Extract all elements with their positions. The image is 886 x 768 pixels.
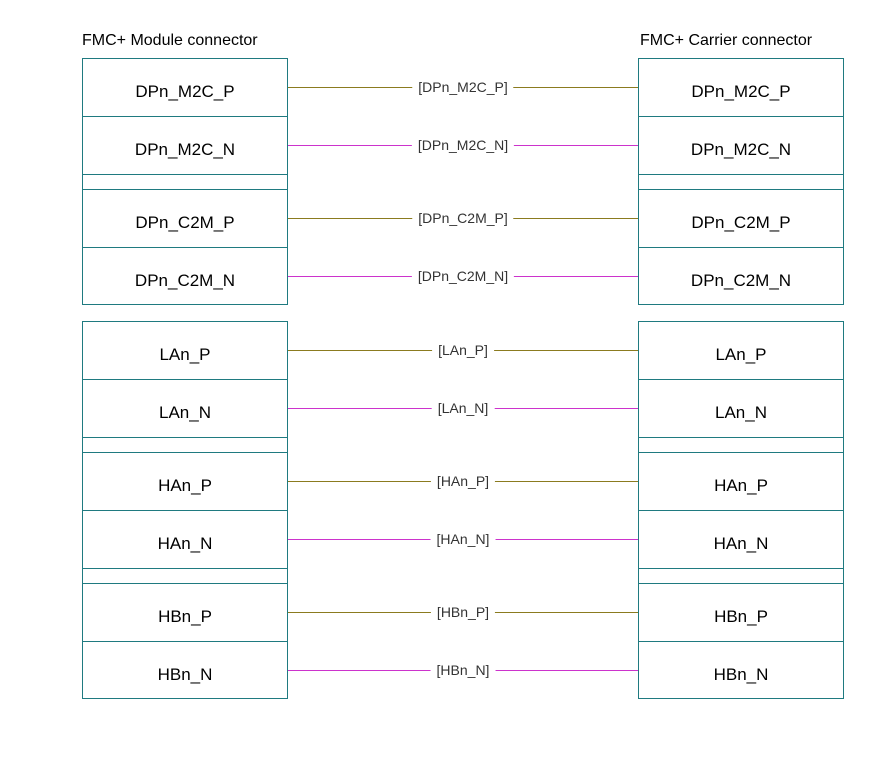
pin-cell: LAn_N	[83, 380, 287, 438]
signal-label: [HBn_P]	[430, 604, 496, 620]
signal-label: [LAn_P]	[432, 342, 494, 358]
signal-label: [HAn_P]	[430, 473, 496, 489]
pin-spacer	[639, 438, 843, 453]
signal-label: [DPn_C2M_P]	[412, 210, 514, 226]
pin-cell: DPn_M2C_P	[639, 59, 843, 117]
pin-spacer	[83, 175, 287, 190]
pin-cell: DPn_C2M_P	[83, 190, 287, 248]
pin-cell: HBn_N	[713, 665, 769, 684]
carrier-connector-title: FMC+ Carrier connector	[640, 32, 813, 49]
signal-label: [HBn_N]	[430, 662, 496, 678]
signal-label: [DPn_M2C_N]	[411, 137, 515, 153]
pin-cell: LAn_P	[83, 322, 287, 380]
pin-cell: DPn_C2M_N	[690, 271, 792, 290]
signal-label: [LAn_N]	[431, 400, 495, 416]
pin-cell: DPn_C2M_P	[639, 190, 843, 248]
pin-spacer	[639, 569, 843, 584]
signal-label: [DPn_M2C_P]	[412, 79, 514, 95]
pin-cell: DPn_C2M_N	[134, 271, 236, 290]
pin-spacer	[83, 438, 287, 453]
signal-label: [DPn_C2M_N]	[411, 268, 515, 284]
pin-cell: LAn_P	[639, 322, 843, 380]
pin-cell: DPn_M2C_N	[639, 117, 843, 175]
pin-cell: HAn_P	[83, 453, 287, 511]
pin-spacer	[639, 175, 843, 190]
pin-cell: DPn_M2C_N	[83, 117, 287, 175]
module-connector-title: FMC+ Module connector	[82, 32, 258, 49]
pin-cell: LAn_N	[639, 380, 843, 438]
pin-spacer	[83, 569, 287, 584]
pin-cell: HAn_N	[83, 511, 287, 569]
pin-cell: HAn_P	[639, 453, 843, 511]
pin-cell: DPn_M2C_P	[83, 59, 287, 117]
signal-label: [HAn_N]	[430, 531, 496, 547]
pin-cell: HBn_P	[83, 584, 287, 642]
pin-cell: HAn_N	[639, 511, 843, 569]
pin-cell: HBn_N	[157, 665, 213, 684]
pin-cell: HBn_P	[639, 584, 843, 642]
